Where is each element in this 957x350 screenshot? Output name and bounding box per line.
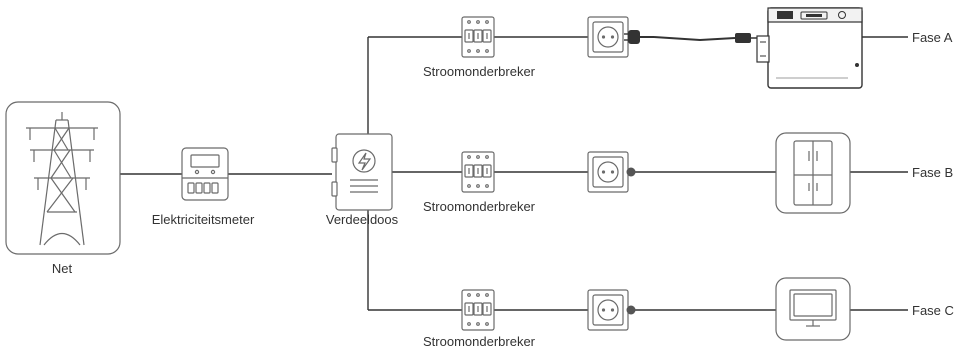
portable-power-station-icon xyxy=(756,7,863,89)
plug-cable-icon xyxy=(624,30,761,45)
circuit-breaker-icon-b xyxy=(461,151,495,193)
power-tower-icon xyxy=(5,101,121,255)
wall-socket-icon-a xyxy=(587,16,629,58)
phase-a-label: Fase A xyxy=(912,30,953,45)
plug-dot-b xyxy=(626,167,636,177)
circuit-breaker-icon-a xyxy=(461,16,495,58)
distribution-box-icon xyxy=(331,133,393,211)
electricity-meter-icon xyxy=(181,147,229,201)
refrigerator-icon xyxy=(775,132,851,214)
distribution-box-label: Verdeeldoos xyxy=(326,212,399,227)
phase-b-label: Fase B xyxy=(912,165,953,180)
connection-lines xyxy=(120,36,908,311)
grid-label: Net xyxy=(52,261,73,276)
phase-c-label: Fase C xyxy=(912,303,954,318)
television-icon xyxy=(775,277,851,341)
breaker-b-label: Stroomonderbreker xyxy=(423,199,536,214)
circuit-breaker-icon-c xyxy=(461,289,495,331)
breaker-a-label: Stroomonderbreker xyxy=(423,64,536,79)
wall-socket-icon-b xyxy=(587,151,629,193)
plug-dot-c xyxy=(626,305,636,315)
wall-socket-icon-c xyxy=(587,289,629,331)
breaker-c-label: Stroomonderbreker xyxy=(423,334,536,349)
meter-label: Elektriciteitsmeter xyxy=(152,212,255,227)
